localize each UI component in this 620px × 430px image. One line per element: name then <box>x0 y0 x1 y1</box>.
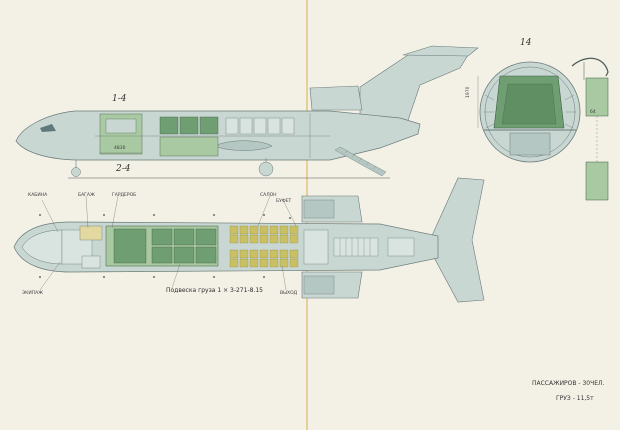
section-dim-right: 64 <box>590 110 596 115</box>
plan-label-buffet: БУФЕТ <box>276 199 292 204</box>
section-under-floor <box>509 132 551 156</box>
side-cargo-block-3 <box>179 116 199 135</box>
cross-section <box>477 57 609 201</box>
plan-tail-box <box>387 237 415 257</box>
side-cargo-block-5 <box>159 136 219 157</box>
side-view-dimension: 4830 <box>114 146 126 151</box>
plan-label-crew: ЭКИПАЖ <box>22 291 44 296</box>
side-ramp-steps <box>344 149 377 170</box>
side-nose-gear <box>71 167 81 177</box>
plan-cargo-containers <box>151 228 217 264</box>
plan-cargo-main <box>113 228 147 264</box>
section-dim-left: 1970 <box>466 86 471 98</box>
plan-toilet <box>81 255 101 269</box>
side-view-mark-top: 1-4 <box>112 94 127 104</box>
footer-passengers: ПАССАЖИРОВ - 30ЧЕЛ. <box>532 380 605 387</box>
plan-caption: Подвеска груза 1 × 3-271-8.15 <box>166 287 263 294</box>
plan-rear-section <box>303 229 329 265</box>
side-cockpit-window <box>40 124 56 132</box>
plan-label-wardrobe: ГАРДЕРОБ <box>112 193 137 198</box>
plan-label-salon: САЛОН <box>260 193 277 198</box>
side-wing <box>214 140 273 151</box>
plan-galley <box>79 225 103 241</box>
plan-label-cockpit: КАБИНА <box>28 193 48 198</box>
footer-cargo: ГРУЗ - 11,5т <box>556 395 594 402</box>
side-view-mark-bottom: 2-4 <box>116 164 131 174</box>
section-hoist-arm <box>571 57 609 77</box>
plan-leader-lines <box>39 195 297 291</box>
plan-markers <box>39 214 291 278</box>
side-main-gear <box>258 161 274 177</box>
side-horizontal-stabilizer <box>402 45 479 57</box>
plan-view <box>13 177 485 303</box>
side-cargo-block-2 <box>159 116 179 135</box>
side-cargo-block-1-inner <box>105 118 137 134</box>
side-cargo-block-4 <box>199 116 219 135</box>
plan-passenger-seats <box>229 225 299 268</box>
section-hoist-load-lower <box>585 161 609 201</box>
plan-engine-top-inlet <box>303 199 335 219</box>
plan-label-baggage: БАГАЖ <box>78 193 95 198</box>
section-mark: 14 <box>520 38 532 48</box>
section-cargo-inner <box>501 83 557 125</box>
plan-label-exit: ВЫХОД <box>280 291 298 296</box>
side-seats <box>225 117 295 135</box>
plan-engine-bottom-inlet <box>303 275 335 295</box>
side-view <box>15 45 479 179</box>
plan-rear-ramp <box>333 237 379 257</box>
section-ribs <box>484 94 576 129</box>
side-engine-nacelle <box>309 85 363 111</box>
